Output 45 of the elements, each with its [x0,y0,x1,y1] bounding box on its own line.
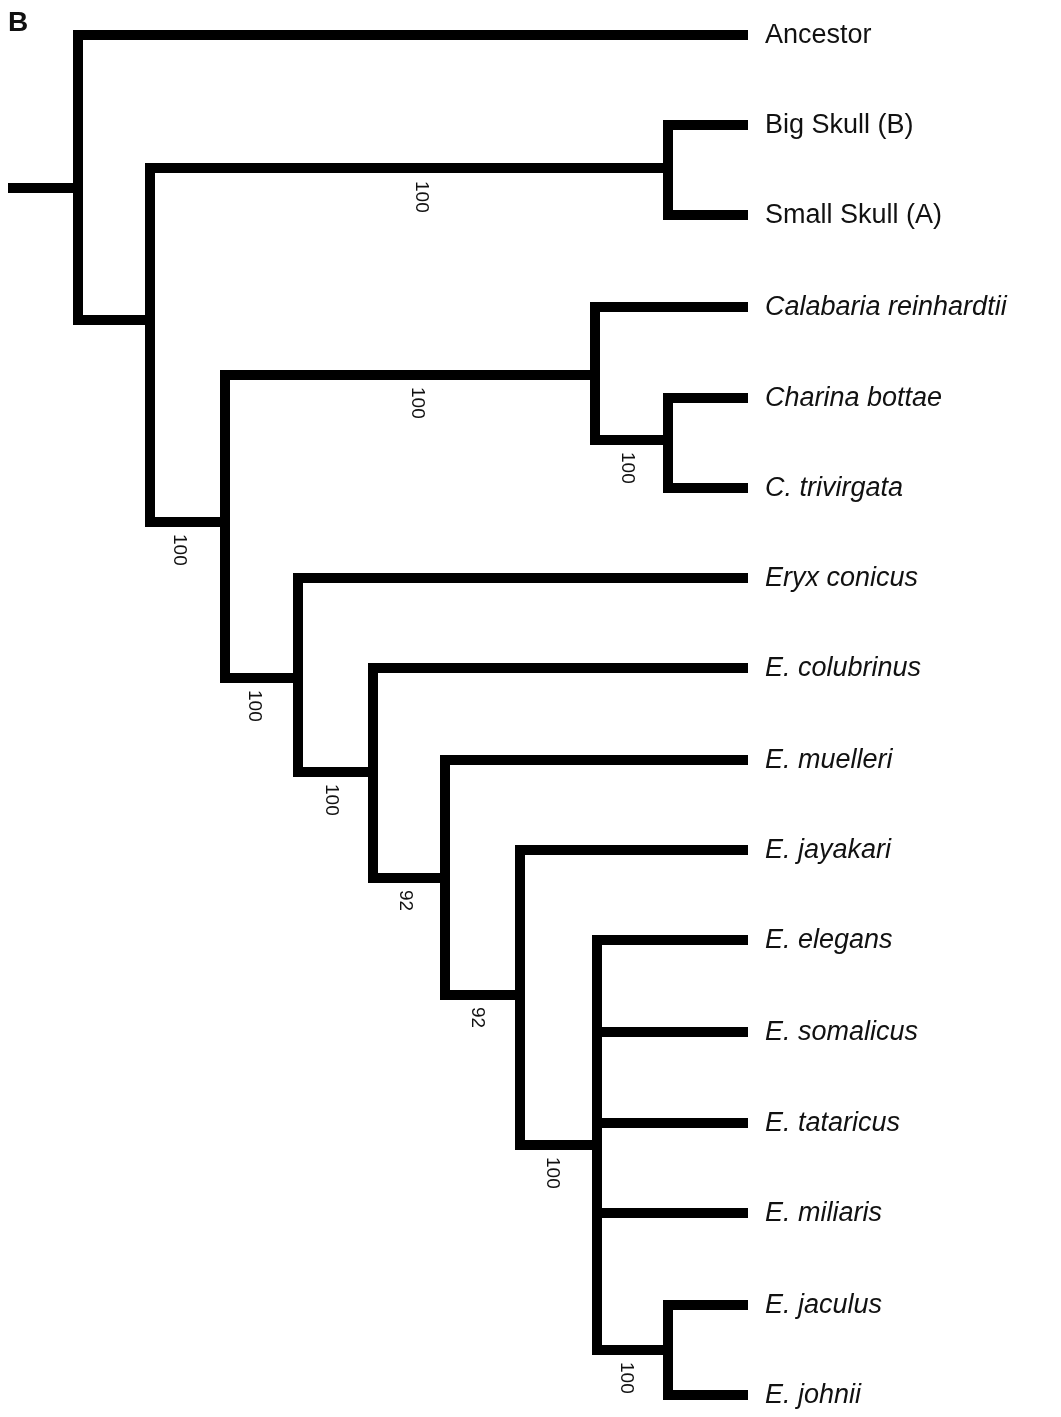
tree-branch [600,435,663,445]
tree-branch [602,1345,663,1355]
tree-branch [155,517,220,527]
taxon-label: Eryx conicus [748,559,919,595]
tree-branch [673,1390,748,1400]
tree-branch [230,370,590,380]
tree-branch [83,315,145,325]
taxon-label: E. jaculus [748,1286,883,1322]
tree-branch [378,663,748,673]
tree-branch [673,483,748,493]
tree-branch [83,30,748,40]
tree-branch [378,873,440,883]
taxon-label: Ancestor [748,16,872,52]
tree-branch [673,1300,748,1310]
tree-branch [155,163,663,173]
tree-branch [303,573,748,583]
taxon-label: Small Skull (A) [748,196,943,232]
taxon-label: E. tataricus [748,1104,901,1140]
tree-branch [602,1118,748,1128]
taxon-label: Charina bottae [748,379,943,415]
taxon-label: E. somalicus [748,1013,919,1049]
taxon-label: E. elegans [748,921,893,957]
panel-letter: B [8,6,29,38]
tree-branch [303,767,368,777]
tree-branch [600,302,748,312]
taxon-label: E. muelleri [748,741,893,777]
taxon-label: E. miliaris [748,1194,882,1230]
taxon-label: Calabaria reinhardtii [748,288,1007,324]
tree-branch [673,120,748,130]
tree-branch [673,210,748,220]
tree-branch [602,935,748,945]
tree-branch [525,1140,592,1150]
taxon-label: C. trivirgata [748,469,904,505]
tree-branch [602,1027,748,1037]
taxon-label: Big Skull (B) [748,106,914,142]
tree-branch [602,1208,748,1218]
tree-branch [230,673,293,683]
tree-branch [673,393,748,403]
taxon-label: E. colubrinus [748,649,922,685]
tree-branch [450,755,748,765]
tree-branch [8,183,73,193]
taxon-label: E. johnii [748,1376,862,1412]
tree-branch [450,990,515,1000]
taxon-label: E. jayakari [748,831,892,867]
tree-branch [525,845,748,855]
